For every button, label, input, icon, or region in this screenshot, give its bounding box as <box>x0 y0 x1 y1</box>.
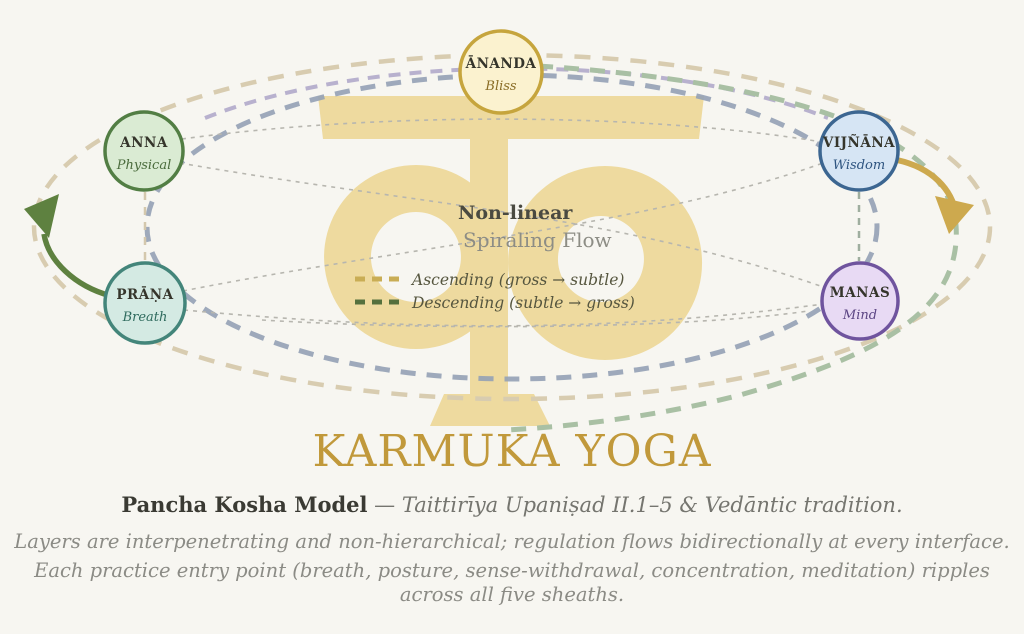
kosha-anna: ANNA Physical <box>103 110 185 192</box>
kosha-ananda-meaning: Bliss <box>484 79 517 94</box>
kosha-prana: PRĀṆA Breath <box>103 261 187 345</box>
orbit-outer-tan <box>31 52 993 402</box>
caption-line2: Each practice entry point (breath, postu… <box>34 559 990 607</box>
kosha-anna-circle <box>103 110 185 192</box>
descending-arrow <box>896 157 974 234</box>
kosha-anna-name: ANNA <box>119 135 168 151</box>
orbit-slate <box>144 72 880 382</box>
kosha-prana-meaning: Breath <box>122 310 168 325</box>
ascending-arrowhead <box>24 194 59 238</box>
diagram-canvas: ĀNANDA Bliss ANNA Physical PRĀṆA Breath … <box>24 29 993 433</box>
kosha-vijnana-meaning: Wisdom <box>833 158 885 173</box>
watermark-headbar <box>318 96 704 139</box>
karmuka-logo-watermark <box>318 96 704 426</box>
kosha-vijnana-name: VIJÑĀNA <box>822 135 895 151</box>
kosha-vijnana: VIJÑĀNA Wisdom <box>818 110 900 192</box>
subtitle: Pancha Kosha Model — Taittirīya Upaniṣad… <box>0 492 1024 517</box>
subtitle-model-name: Pancha Kosha Model <box>121 492 368 517</box>
chord-anna-manas <box>179 162 827 289</box>
legend-ascending-label: Ascending (gross → subtle) <box>410 271 624 289</box>
caption-line1: Layers are interpenetrating and non-hier… <box>14 530 1010 553</box>
center-label-line1: Non-linear <box>458 202 573 224</box>
watermark-right-ring <box>508 166 703 360</box>
center-label-line2: Spiraling Flow <box>463 228 612 252</box>
kosha-prana-name: PRĀṆA <box>116 287 173 303</box>
watermark-stem <box>470 120 508 400</box>
watermark-foot <box>430 394 550 426</box>
legend: Ascending (gross → subtle) Descending (s… <box>355 271 635 312</box>
kosha-ananda-circle <box>458 29 544 115</box>
interconnection-chords <box>179 118 827 328</box>
subtitle-source: Taittirīya Upaniṣad II.1–5 & Vedāntic tr… <box>401 493 903 517</box>
subtitle-dash: — <box>367 493 402 517</box>
kosha-prana-circle <box>103 261 187 345</box>
kosha-manas-meaning: Mind <box>842 308 877 323</box>
chord-anna-vijnana <box>181 118 823 143</box>
chord-prana-manas <box>183 303 825 327</box>
ascending-arrow <box>24 194 112 299</box>
page-title: KARMUKA YOGA <box>312 426 712 477</box>
watermark-left-ring <box>324 165 509 349</box>
kosha-ananda-name: ĀNANDA <box>465 56 537 72</box>
ascending-arrow-curve <box>41 233 112 299</box>
kosha-anna-meaning: Physical <box>116 158 171 173</box>
legend-descending-label: Descending (subtle → gross) <box>411 294 635 312</box>
kosha-manas-name: MANAS <box>830 285 890 301</box>
kosha-manas-circle <box>820 261 900 341</box>
chord-center-lower <box>261 310 809 328</box>
kosha-vijnana-circle <box>818 110 900 192</box>
orbit-sage-arc <box>504 63 959 433</box>
kosha-manas: MANAS Mind <box>820 261 900 341</box>
kosha-ananda: ĀNANDA Bliss <box>458 29 544 115</box>
descending-arrowhead <box>935 196 974 234</box>
